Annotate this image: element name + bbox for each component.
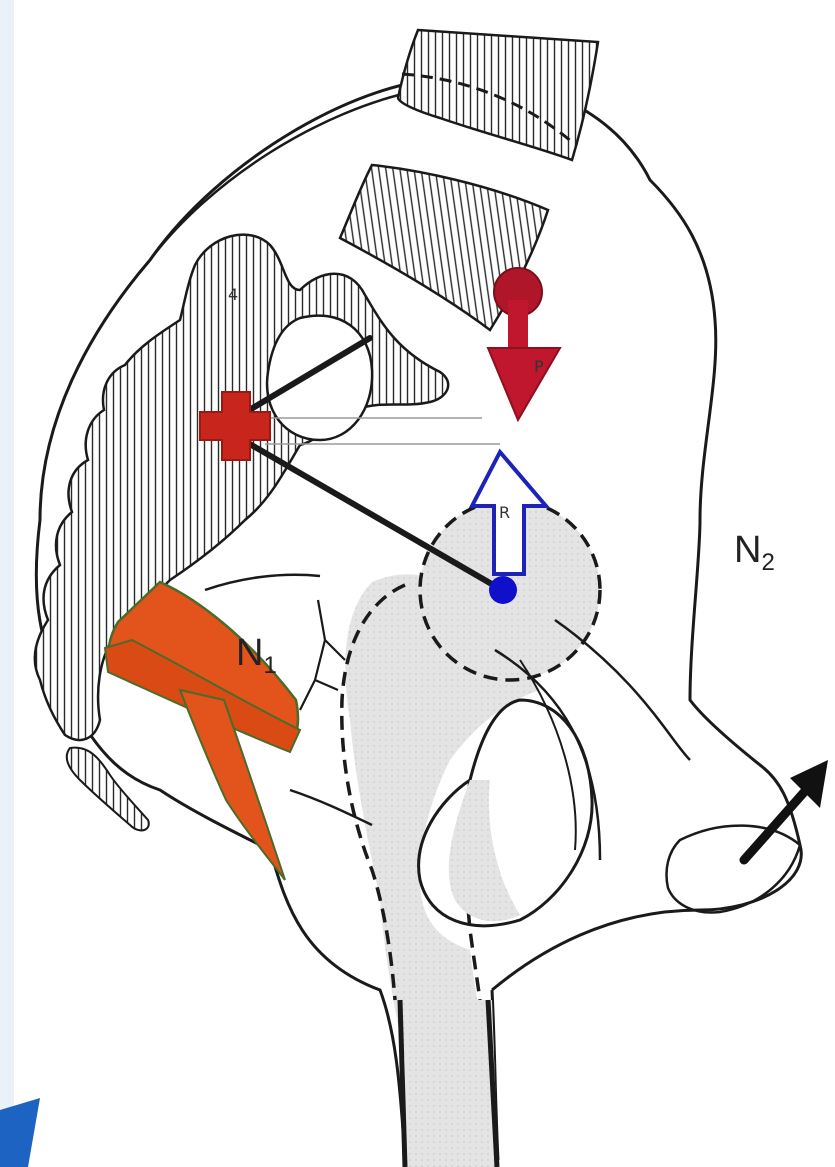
blue-arrow-mark: R	[499, 503, 510, 522]
temporal-region-mark: 4	[228, 285, 238, 304]
red-down-arrow-icon: P	[488, 268, 560, 420]
neck-branch-lines	[300, 600, 345, 710]
label-n2: N2	[734, 529, 775, 576]
mastoid-tail	[67, 748, 149, 831]
red-arrow-mark: P	[534, 357, 544, 376]
black-diagonal-arrow-icon	[744, 760, 828, 860]
lip-outline	[667, 826, 801, 913]
left-edge-strip	[0, 0, 14, 1167]
corner-accent-shape	[0, 1098, 40, 1167]
lever-arm-lower	[236, 436, 502, 590]
center-of-mass-point	[489, 576, 517, 604]
neck-contour-b	[290, 790, 372, 825]
lower-jaw-shade	[449, 780, 520, 921]
neck-contour-a	[205, 575, 320, 590]
label-n1: N1	[236, 632, 277, 679]
neck-column	[405, 1000, 498, 1167]
ear-canal-oval	[267, 316, 372, 440]
